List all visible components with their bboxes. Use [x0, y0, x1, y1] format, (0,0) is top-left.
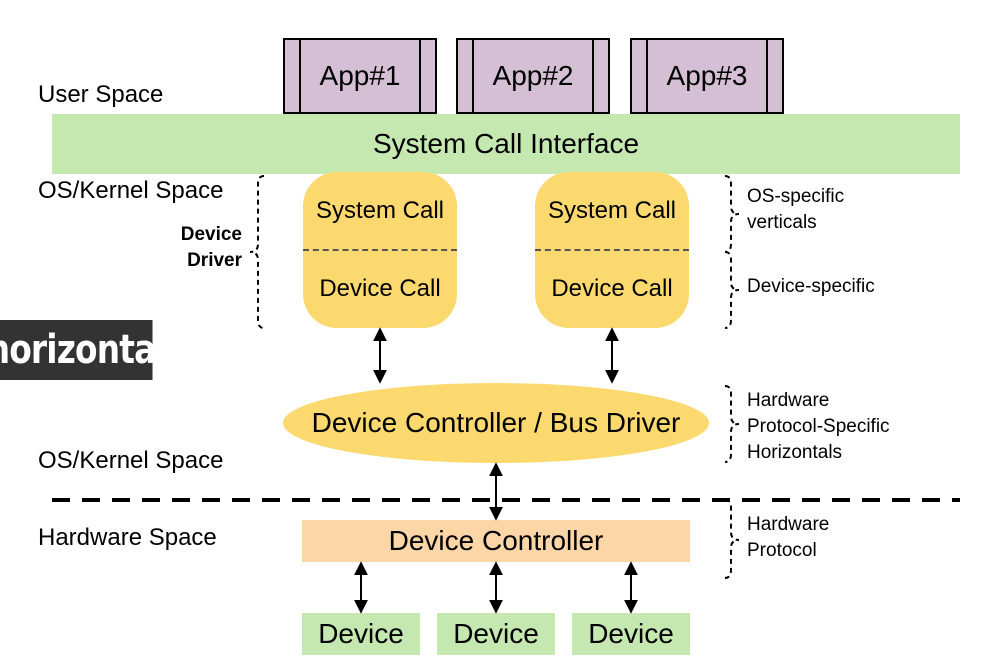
hw-protocol-line2: Protocol [747, 540, 817, 561]
system-call-interface: System Call Interface [52, 114, 960, 174]
system-call-label-1: System Call [315, 197, 445, 224]
hw-protocol-annotation: Hardware Protocol [747, 512, 829, 564]
app-label-1: App#1 [319, 60, 401, 91]
hw-protocol-specific-line2: Protocol-Specific [747, 416, 890, 437]
app-box-3: App#3 [630, 38, 784, 114]
device-box-1: Device [302, 613, 420, 655]
user-space-label: User Space [38, 81, 164, 108]
device-driver-brace [249, 175, 265, 329]
bus-driver-label: Device Controller / Bus Driver [311, 407, 681, 438]
os-specific-annotation: OS-specific verticals [747, 184, 844, 236]
device-label-3: Device [588, 618, 674, 649]
device-specific-brace [724, 251, 740, 329]
app-box-1: App#1 [283, 38, 437, 114]
device-box-2: Device [437, 613, 555, 655]
hw-protocol-specific-annotation: Hardware Protocol-Specific Horizontals [747, 388, 890, 466]
device-call-pill-1: Device Call [303, 250, 457, 328]
hw-protocol-specific-brace [724, 385, 740, 463]
bus-driver-ellipse: Device Controller / Bus Driver [283, 383, 709, 463]
device-controller-box: Device Controller [302, 520, 690, 562]
app-box-2: App#2 [456, 38, 610, 114]
device-driver-label-line1: Device [180, 224, 242, 245]
device-call-label-2: Device Call [551, 275, 673, 302]
pill-divider-2 [535, 249, 689, 251]
device-label-2: Device [453, 618, 539, 649]
system-call-pill-2: System Call [535, 172, 689, 250]
system-call-label-2: System Call [547, 197, 677, 224]
os-kernel-space-label-bottom: OS/Kernel Space [38, 447, 224, 474]
hw-protocol-specific-line3: Horizontals [747, 442, 843, 463]
hardware-space-label: Hardware Space [38, 524, 217, 551]
device-driver-label-line2: Driver [187, 250, 242, 271]
hw-protocol-line1: Hardware [747, 514, 830, 535]
device-specific-annotation: Device-specific [747, 276, 875, 297]
device-controller-label: Device Controller [388, 525, 604, 556]
app-label-3: App#3 [666, 60, 748, 91]
system-call-interface-label: System Call Interface [372, 128, 640, 159]
pill-divider-1 [303, 249, 457, 251]
device-label-1: Device [318, 618, 404, 649]
system-call-pill-1: System Call [303, 172, 457, 250]
os-specific-line1: OS-specific [747, 186, 845, 207]
device-call-pill-2: Device Call [535, 250, 689, 328]
device-box-3: Device [572, 613, 690, 655]
horizontal-watermark: horizontal [0, 320, 167, 380]
app-label-2: App#2 [492, 60, 574, 91]
os-specific-brace [724, 175, 740, 253]
hw-protocol-brace [724, 499, 740, 579]
os-kernel-space-label-top: OS/Kernel Space [38, 177, 224, 204]
device-driver-label: Device Driver [168, 222, 242, 274]
device-call-label-1: Device Call [319, 275, 441, 302]
hw-protocol-specific-line1: Hardware [747, 390, 830, 411]
os-specific-line2: verticals [747, 212, 817, 233]
